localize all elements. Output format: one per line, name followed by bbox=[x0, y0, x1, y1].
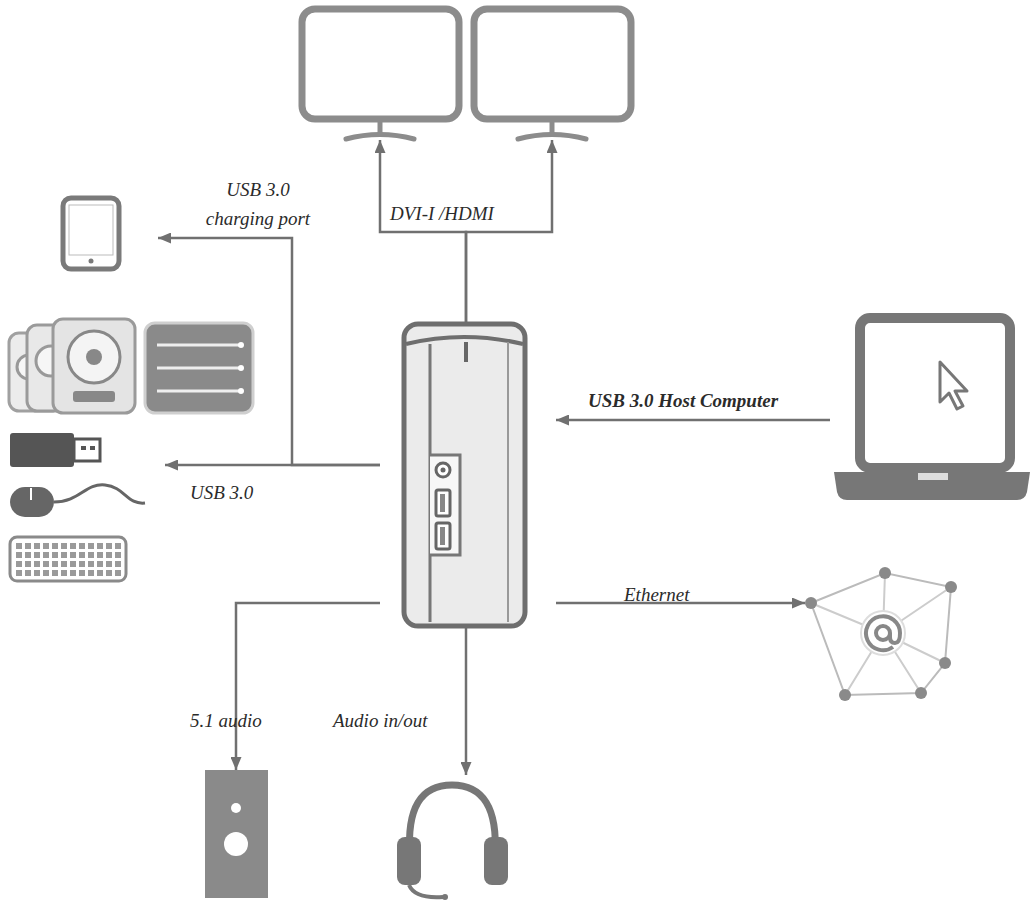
device-shape bbox=[200, 770, 272, 898]
connector-arrow bbox=[466, 140, 552, 322]
device-shape bbox=[830, 312, 1030, 502]
device-shape bbox=[60, 195, 158, 272]
device-shape bbox=[470, 5, 635, 140]
connector-label: Ethernet bbox=[624, 580, 689, 609]
docking-station-icon bbox=[380, 322, 556, 628]
connector-arrow bbox=[236, 603, 380, 770]
laptop-icon bbox=[830, 312, 1030, 502]
connector-label: 5.1 audio bbox=[190, 706, 262, 735]
connector-arrow bbox=[380, 140, 466, 322]
tablet-icon bbox=[60, 195, 158, 272]
connector-arrow bbox=[165, 464, 380, 467]
connector-label: USB 3.0 Host Computer bbox=[588, 386, 778, 415]
connector-arrow bbox=[465, 628, 468, 775]
device-shape bbox=[298, 5, 463, 140]
connector-label: USB 3.0 bbox=[190, 478, 253, 507]
connector-label: Audio in/out bbox=[333, 706, 427, 735]
usb-devices-icon bbox=[5, 315, 165, 585]
connector-label: DVI-I /HDMI bbox=[390, 199, 494, 228]
device-shape bbox=[380, 322, 556, 628]
monitor-icon bbox=[470, 5, 635, 140]
connector-label: USB 3.0 charging port bbox=[194, 175, 322, 233]
monitor-icon bbox=[298, 5, 463, 140]
device-shape bbox=[385, 775, 520, 900]
connector-arrow bbox=[556, 419, 830, 422]
device-shape bbox=[805, 565, 955, 700]
speaker-icon bbox=[200, 770, 272, 898]
headset-icon bbox=[385, 775, 520, 900]
device-shape bbox=[5, 315, 165, 585]
network-icon bbox=[805, 565, 955, 700]
